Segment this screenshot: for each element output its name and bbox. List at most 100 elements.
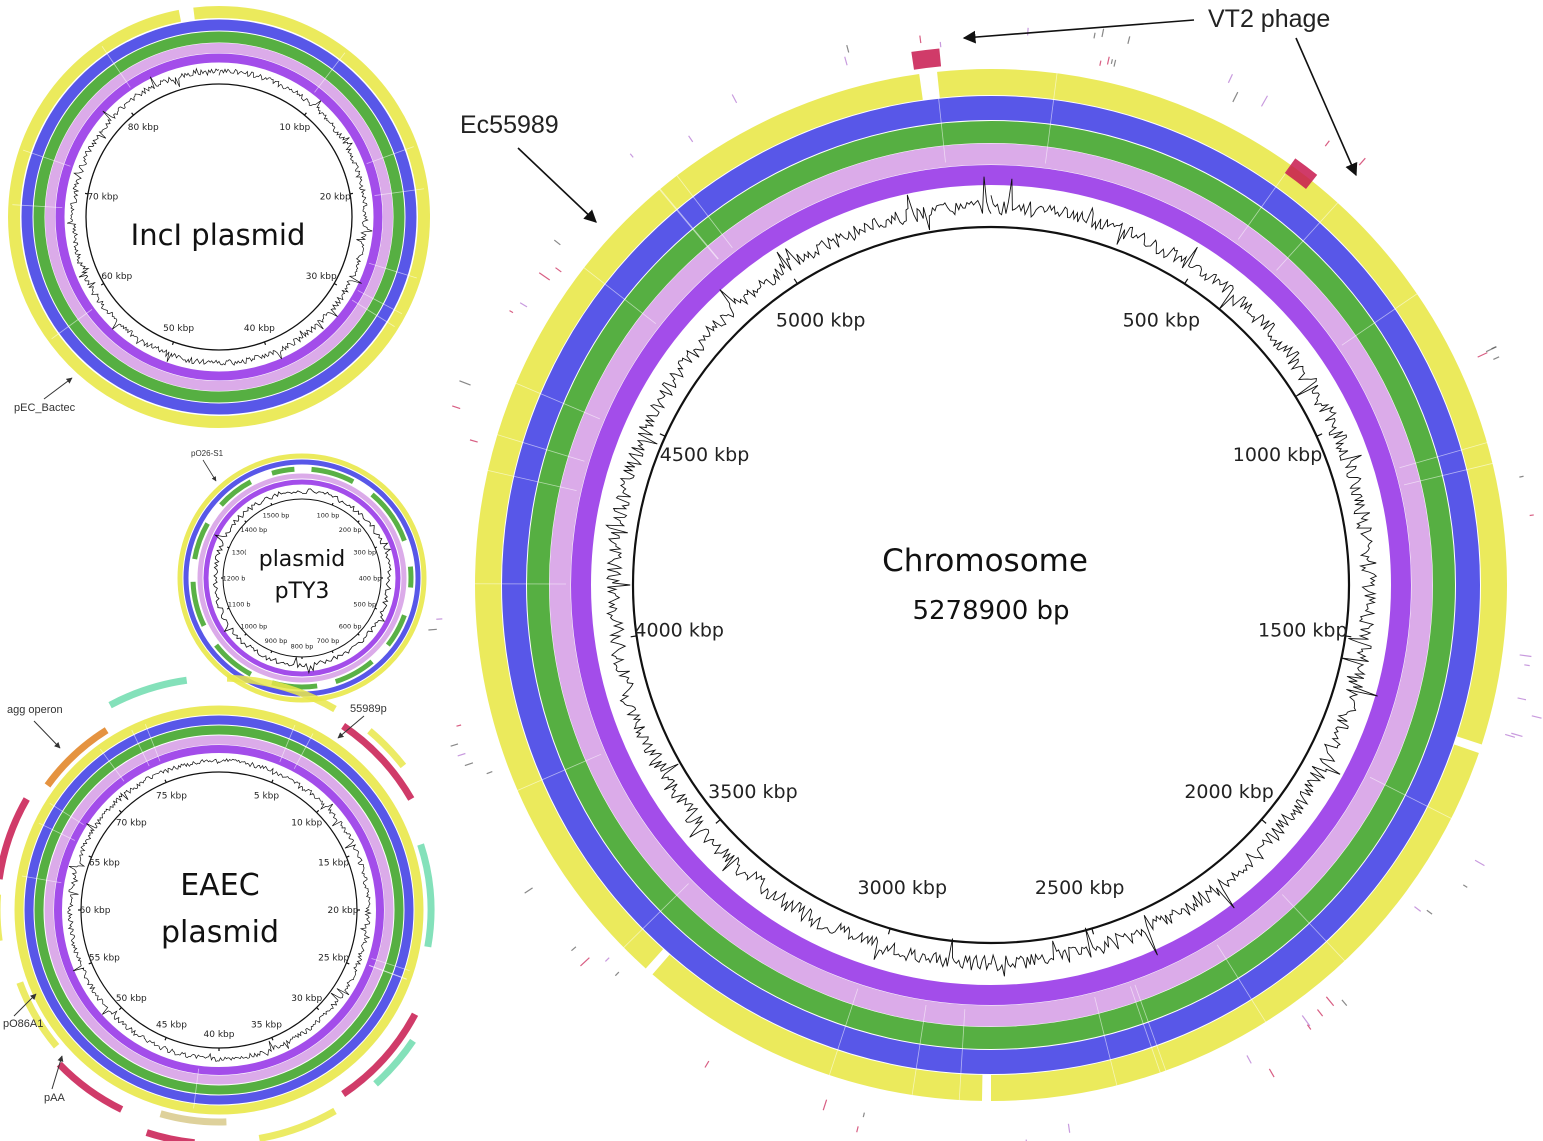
chromosome-outer-mark: [856, 1126, 859, 1133]
chromosome-gap-streak: [957, 1009, 966, 1120]
eaec-ring-purple: [54, 745, 384, 1075]
pty3-tick: [226, 546, 230, 549]
pty3-ring-green-seg: [219, 479, 253, 507]
pty3-tick-label: 1400 bp: [240, 526, 267, 534]
chromosome-ring-green: [527, 121, 1455, 1049]
eaec-tick-label: 35 kbp: [251, 1021, 282, 1031]
incl-ring-blue: [21, 19, 417, 415]
chromosome-tick-label: 3000 kbp: [858, 877, 948, 899]
pec-bactec-arrow: [43, 377, 73, 400]
eaec-tick-label: 10 kbp: [291, 819, 322, 829]
chromosome-tick: [1091, 928, 1095, 935]
chromosome-outer-mark: [614, 971, 620, 977]
chromosome-gc-skew: [605, 176, 1378, 977]
chromosome-outer-mark: [629, 153, 634, 158]
pty3-ring-green-seg: [214, 643, 253, 677]
chromosome-gap-streak: [610, 883, 689, 962]
incl-tick: [100, 282, 105, 286]
chromosome-outer-mark: [1316, 1009, 1324, 1017]
chromosome-gap-streak: [647, 174, 719, 260]
chromosome-gap-streak: [823, 988, 859, 1094]
chromosome-outer-mark: [1524, 664, 1530, 667]
chromosome-gap-streak: [568, 255, 657, 325]
incl-tick-label: 50 kbp: [163, 324, 194, 334]
chromosome-size: 5278900 bp: [912, 596, 1069, 626]
chromosome-tick-label: 5000 kbp: [776, 310, 866, 332]
chromosome-outer-mark: [1101, 28, 1105, 38]
eaec-tick: [346, 855, 350, 858]
pty3-title-line2: pTY3: [275, 579, 330, 604]
incl-tick: [84, 192, 89, 195]
incl-backbone: [85, 83, 353, 351]
chromosome-outer-mark: [571, 946, 577, 952]
pty3-ring-green-seg: [407, 566, 414, 588]
chromosome-gap-streak: [665, 160, 733, 249]
incl-ring-yellow: [193, 6, 220, 20]
chromosome-outer-mark: [1093, 32, 1096, 39]
eaec-tick: [88, 962, 92, 965]
eaec-tick: [316, 809, 320, 813]
chromosome-outer-mark: [919, 35, 922, 44]
eaec-database-hit: [373, 1038, 416, 1087]
eaec-tick: [164, 1037, 167, 1041]
chromosome-ring-yellow: [990, 744, 1479, 1101]
incl-gap-streak: [368, 262, 417, 279]
eaec-tick: [118, 809, 122, 813]
chromosome-ring-yellow: [937, 69, 992, 98]
chromosome-tick: [1184, 278, 1189, 285]
incl-tick-label: 10 kbp: [279, 123, 310, 133]
pty3-tick-label: 300 bp: [353, 548, 376, 556]
chromosome-outer-mark: [1511, 732, 1523, 738]
chromosome-gap-streak: [1341, 282, 1433, 346]
chromosome-outer-mark: [1260, 95, 1269, 107]
eaec-gap-streak: [131, 729, 150, 767]
pty3-title-line1: plasmid: [259, 547, 346, 572]
pty3-ring-green-seg: [192, 522, 210, 560]
eaec-tick-label: 60 kbp: [80, 906, 111, 916]
eaec-ring-lilac: [44, 735, 394, 1085]
eaec-tick-label: 55 kbp: [89, 954, 120, 964]
incl-tick-label: 20 kbp: [320, 193, 351, 203]
chromosome-outer-mark: [822, 1099, 828, 1111]
chromosome-outer-mark: [1232, 91, 1239, 103]
ec55989-arrow: [517, 147, 597, 223]
eaec-gap-streak: [193, 1068, 200, 1109]
chromosome-gap-streak: [647, 174, 719, 260]
incl-ring-green: [33, 31, 405, 403]
chromosome-outer-mark: [1505, 733, 1516, 738]
incl-ring-yellow: [8, 6, 431, 428]
chromosome-tick-label: 1500 kbp: [1258, 620, 1348, 642]
pty3-tick-label: 500 bp: [353, 600, 376, 608]
incl-gc-skew: [67, 67, 373, 366]
chromosome-gap-streak: [1276, 188, 1351, 271]
pty3-tick-label: 700 bp: [317, 637, 340, 645]
chromosome-outer-mark: [1477, 352, 1488, 358]
chromosome-outer-mark: [731, 94, 738, 104]
eaec-tick-label: 70 kbp: [116, 819, 147, 829]
eaec-database-hit: [341, 723, 415, 801]
chromosome-tick-label: 2500 kbp: [1035, 877, 1125, 899]
chromosome-outer-mark: [1106, 56, 1110, 65]
eaec-title-line1: EAEC: [180, 868, 259, 903]
eaec-database-hit: [367, 728, 407, 769]
chromosome-outer-mark: [509, 310, 514, 314]
chromosome-outer-mark: [469, 439, 478, 443]
eaec-title-line2: plasmid: [161, 915, 279, 950]
pty3-ring-yellow: [177, 453, 427, 703]
incl-tick-label: 30 kbp: [306, 272, 337, 282]
pty3-tick: [331, 502, 334, 506]
chromosome-tick-label: 3500 kbp: [708, 781, 798, 803]
chromosome-outer-mark: [519, 302, 528, 308]
pty3-ring-blue: [183, 459, 421, 697]
eaec-database-hit: [108, 676, 188, 709]
pty3-tick: [244, 520, 247, 523]
chromosome-gap-streak: [1281, 894, 1358, 975]
incl-gap-streak: [12, 204, 63, 209]
eaec-backbone: [80, 771, 358, 1049]
chromosome-outer-mark: [1493, 356, 1500, 360]
po86a1-arrow: [13, 993, 37, 1017]
chromosome-gap-streak: [1044, 54, 1060, 164]
pty3-tick-label: 1000 bp: [240, 622, 267, 630]
